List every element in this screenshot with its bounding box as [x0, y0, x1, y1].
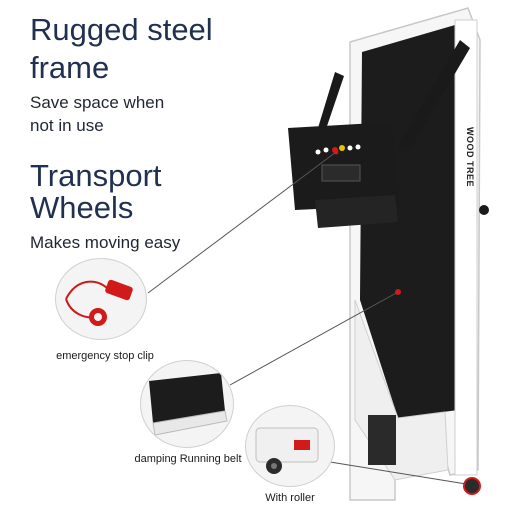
leader-line-stop-clip — [147, 151, 337, 294]
console-light-1 — [315, 149, 321, 155]
motor-cover-panel — [368, 415, 396, 465]
wheels-title-line1: Transport — [30, 158, 162, 193]
leader-dot-belt — [395, 289, 401, 295]
frame-subtitle-line2: not in use — [30, 116, 104, 135]
brand-label: WOOD TREE — [465, 127, 475, 187]
console-tray — [315, 195, 398, 228]
stop-clip-callout-image — [55, 258, 147, 340]
frame-title-line2: frame — [30, 50, 110, 85]
frame-title-line1: Rugged steel — [30, 12, 213, 47]
wheels-title-line2: Wheels — [30, 190, 134, 225]
belt-callout-image — [140, 360, 234, 448]
console-light-yellow — [339, 145, 345, 151]
right-handlebar — [398, 40, 470, 150]
leader-line-belt — [229, 291, 399, 386]
wheels-subtitle: Makes moving easy — [30, 233, 181, 252]
side-rail — [454, 19, 478, 476]
transport-wheel — [463, 477, 481, 495]
stop-clip-icon — [65, 279, 133, 326]
roller-caption: With roller — [265, 492, 315, 504]
belt-caption: damping Running belt — [134, 453, 242, 465]
frame-subtitle-line1: Save space when — [30, 93, 165, 112]
stop-clip-caption: emergency stop clip — [56, 350, 154, 362]
left-handlebar — [318, 72, 344, 132]
fold-knob — [479, 205, 489, 215]
console-light-3 — [347, 145, 353, 151]
console-display — [321, 164, 361, 182]
leader-line-roller — [329, 461, 467, 485]
belt-icon — [149, 373, 228, 436]
roller-icon — [255, 427, 319, 474]
roller-callout-image — [245, 405, 335, 487]
console-light-4 — [355, 144, 361, 150]
leader-dot-stop-clip — [333, 149, 339, 155]
console-light-2 — [323, 147, 329, 153]
